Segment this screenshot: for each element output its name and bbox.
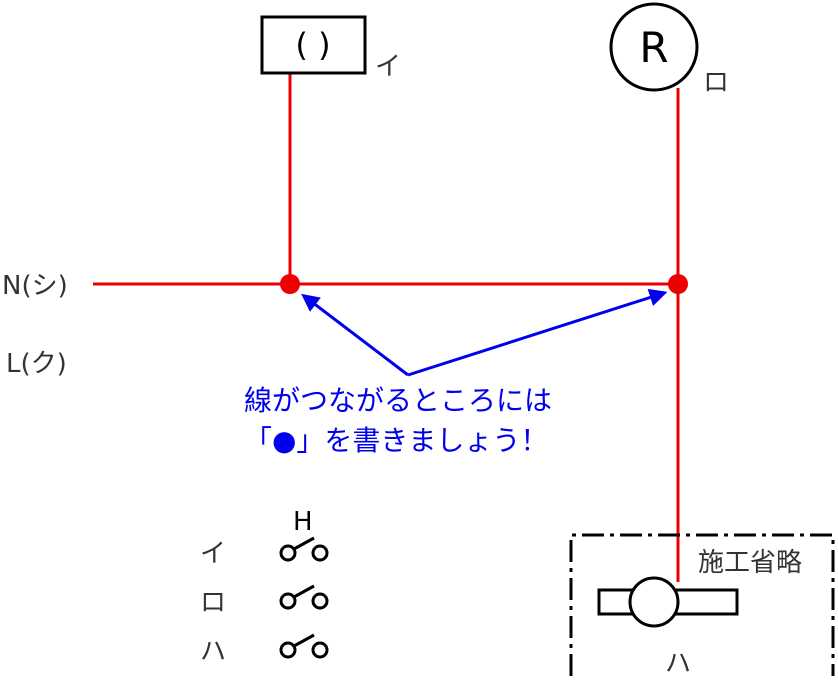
switch-legend-label-i: イ — [200, 539, 226, 569]
switch-symbol-i-icon — [279, 536, 329, 562]
junction-dot-left — [280, 274, 300, 294]
omitted-work-label: 施工省略 — [698, 548, 802, 578]
fixture-ro-tag: ロ — [703, 68, 729, 98]
wall-switch-ha-icon — [597, 576, 739, 628]
arrow-to-left-junction — [301, 293, 409, 377]
fixture-i-tag: イ — [375, 52, 401, 82]
note-arrows — [301, 288, 668, 377]
wires — [93, 74, 680, 582]
switch-symbol-ro-icon — [279, 584, 329, 610]
switch-symbol-ha-icon — [279, 633, 329, 659]
switch-legend-label-ro: ロ — [200, 588, 226, 618]
omitted-work-box — [569, 533, 835, 676]
fixture-ro-symbol: R — [639, 23, 668, 72]
fixture-i-box — [260, 15, 367, 75]
wire-n-label: N(シ) — [2, 271, 68, 301]
fixture-i-symbol: ( ) — [295, 26, 330, 64]
wire-l-label: L(ク) — [6, 349, 67, 379]
note-line-1: 線がつながるところには — [244, 384, 552, 417]
switch-legend-label-ha: ハ — [200, 637, 226, 667]
note-line-2: 「●」を書きましょう！ — [244, 424, 548, 457]
arrow-to-right-junction — [407, 288, 668, 377]
wall-switch-ha-tag: ハ — [665, 649, 691, 679]
fixture-ro-circle — [609, 2, 699, 92]
junction-dot-right — [668, 274, 688, 294]
switch-legend-header: H — [293, 507, 313, 537]
